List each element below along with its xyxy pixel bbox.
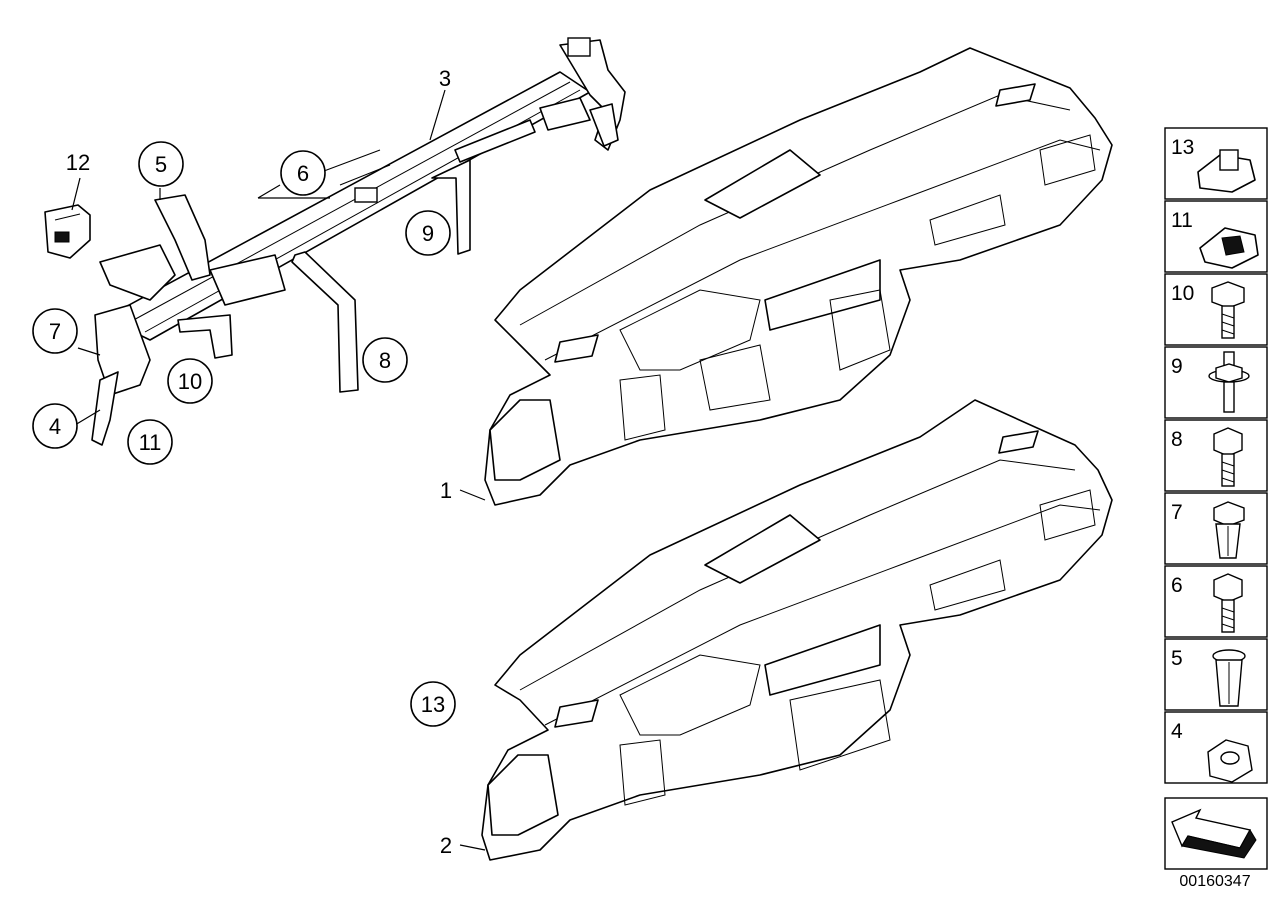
clip-icon [1197,149,1256,193]
callout-9: 9 [405,210,451,256]
expanding-rivet-icon [1212,649,1246,707]
side-part-5: 5 [1164,638,1268,711]
callout-10: 10 [167,358,213,404]
side-part-6: 6 [1164,565,1268,638]
callout-5: 5 [138,141,184,187]
hex-nut-icon [1207,739,1253,783]
leader-lines [71,89,486,851]
hex-bolt-icon [1213,573,1243,633]
side-part-7-label: 7 [1171,501,1183,524]
side-part-4: 4 [1164,711,1268,784]
dashboard-lower-illustration [481,399,1113,861]
callout-5-label: 5 [155,152,167,177]
side-part-8: 8 [1164,419,1268,492]
label-1: 1 [440,478,452,503]
callout-8: 8 [362,337,408,383]
side-part-4-label: 4 [1171,720,1183,743]
callout-4-label: 4 [49,414,61,439]
speed-nut-icon [1199,227,1259,269]
callout-11-label: 11 [139,430,162,455]
label-3: 3 [439,66,451,91]
callout-8-label: 8 [379,348,391,373]
dashboard-upper-illustration [484,47,1113,506]
callout-13-label: 13 [421,692,445,717]
callout-6: 6 [280,150,326,196]
callout-7: 7 [32,308,78,354]
side-part-10-label: 10 [1171,282,1194,305]
clip-part-12-illustration [44,204,91,259]
side-part-9: 9 [1164,346,1268,419]
cross-member-illustration [91,37,626,446]
callout-6-label: 6 [297,161,309,186]
callout-10-label: 10 [178,369,202,394]
side-part-arrow [1164,797,1268,870]
side-part-9-label: 9 [1171,355,1183,378]
hex-bolt-icon [1213,427,1243,487]
arrow-icon [1171,808,1257,859]
side-part-11-label: 11 [1171,209,1193,232]
side-part-13: 13 [1164,127,1268,200]
callout-13: 13 [410,681,456,727]
side-part-10: 10 [1164,273,1268,346]
callout-7-label: 7 [49,319,61,344]
side-part-11: 11 [1164,200,1268,273]
label-12: 12 [66,150,90,175]
side-part-5-label: 5 [1171,647,1183,670]
side-part-7: 7 [1164,492,1268,565]
side-part-6-label: 6 [1171,574,1183,597]
stud-bolt-icon [1208,351,1250,413]
callout-4: 4 [32,403,78,449]
expanding-nut-icon [1213,501,1245,559]
callout-9-label: 9 [422,221,434,246]
label-2: 2 [440,833,452,858]
side-part-8-label: 8 [1171,428,1183,451]
diagram-number: 00160347 [1179,873,1250,890]
callout-11: 11 [127,419,173,465]
side-parts-legend: 13 11 10 9 [1164,127,1268,870]
side-part-13-label: 13 [1171,136,1194,159]
hex-bolt-icon [1211,281,1245,339]
